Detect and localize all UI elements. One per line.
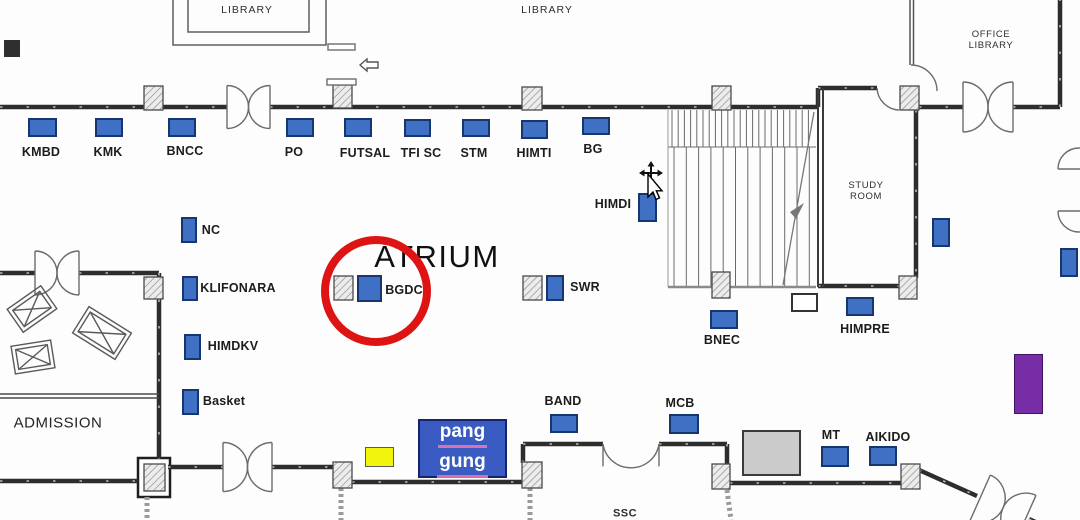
- dark-square: [4, 40, 20, 57]
- room-label-line: OFFICE: [971, 29, 1011, 41]
- booth-po: [286, 118, 314, 137]
- room-label-library-mid: LIBRARY: [521, 4, 573, 16]
- booth-klifonara: [182, 276, 198, 301]
- booth-booth-right-edge: [1060, 248, 1078, 277]
- booth-label-kmbd: KMBD: [21, 145, 61, 159]
- booth-bg: [582, 117, 610, 135]
- booth-label-aikido: AIKIDO: [865, 430, 911, 444]
- booth-label-stm: STM: [460, 146, 488, 160]
- booth-label-mt: MT: [821, 428, 841, 442]
- room-label-line: STUDY: [848, 180, 884, 192]
- booth-himti: [521, 120, 548, 139]
- room-label-atrium: ATRIUM: [374, 239, 500, 275]
- booth-label-bncc: BNCC: [166, 144, 204, 158]
- booth-swr: [546, 275, 564, 301]
- room-label-admission: ADMISSION: [14, 414, 103, 431]
- room-label-line: ROOM: [850, 191, 882, 202]
- booth-kmbd: [28, 118, 57, 137]
- booth-label-bg: BG: [583, 142, 603, 156]
- booth-bncc: [168, 118, 196, 137]
- room-label-line: LIBRARY: [968, 40, 1014, 51]
- booth-mcb: [669, 414, 699, 434]
- pang-gung-text-line: gung: [437, 449, 488, 478]
- room-label-line: LIBRARY: [221, 3, 273, 16]
- room-label-library-left: LIBRARY: [221, 4, 273, 16]
- booth-himdi: [638, 193, 657, 222]
- booth-label-tfi-sc: TFI SC: [400, 146, 442, 160]
- booth-booth-study-side: [932, 218, 950, 247]
- booth-nc: [181, 217, 197, 243]
- booth-label-po: PO: [284, 145, 304, 159]
- booth-band: [550, 414, 578, 433]
- booth-futsal: [344, 118, 372, 137]
- booth-label-nc: NC: [201, 223, 221, 237]
- booth-label-bnec: BNEC: [703, 333, 741, 347]
- purple-box: [1014, 354, 1043, 414]
- booth-label-himdkv: HIMDKV: [207, 339, 259, 353]
- booth-label-mcb: MCB: [665, 396, 695, 410]
- room-label-line: ADMISSION: [13, 414, 103, 432]
- booth-basket: [182, 389, 199, 415]
- booth-bnec: [710, 310, 738, 329]
- booth-label-bgdc: BGDC: [385, 283, 423, 297]
- booth-label-basket: Basket: [202, 394, 246, 408]
- booth-label-himdi: HIMDI: [594, 197, 632, 211]
- gray-box: [742, 430, 801, 476]
- yellow-box: [365, 447, 394, 467]
- booth-himpre: [846, 297, 874, 316]
- booth-tfi-sc: [404, 119, 431, 137]
- booth-mt: [821, 446, 849, 467]
- booth-label-futsal: FUTSAL: [339, 146, 391, 160]
- booth-himdkv: [184, 334, 201, 360]
- booth-bgdc: [357, 275, 382, 302]
- booth-label-klifonara: KLIFONARA: [200, 281, 276, 295]
- booth-label-himti: HIMTI: [516, 146, 552, 160]
- booth-stm: [462, 119, 490, 137]
- room-label-line: SSC: [612, 507, 638, 520]
- booth-label-band: BAND: [544, 394, 582, 408]
- booth-aikido: [869, 446, 897, 466]
- white-box: [791, 293, 818, 312]
- booth-kmk: [95, 118, 123, 137]
- booth-label-kmk: KMK: [93, 145, 123, 159]
- booth-label-himpre: HIMPRE: [840, 322, 890, 336]
- booth-label-swr: SWR: [570, 280, 600, 294]
- room-label-line: ATRIUM: [374, 239, 500, 275]
- room-label-ssc: SSC: [613, 508, 637, 520]
- pang-gung-text-line: pang: [437, 419, 488, 448]
- room-label-line: LIBRARY: [521, 3, 573, 16]
